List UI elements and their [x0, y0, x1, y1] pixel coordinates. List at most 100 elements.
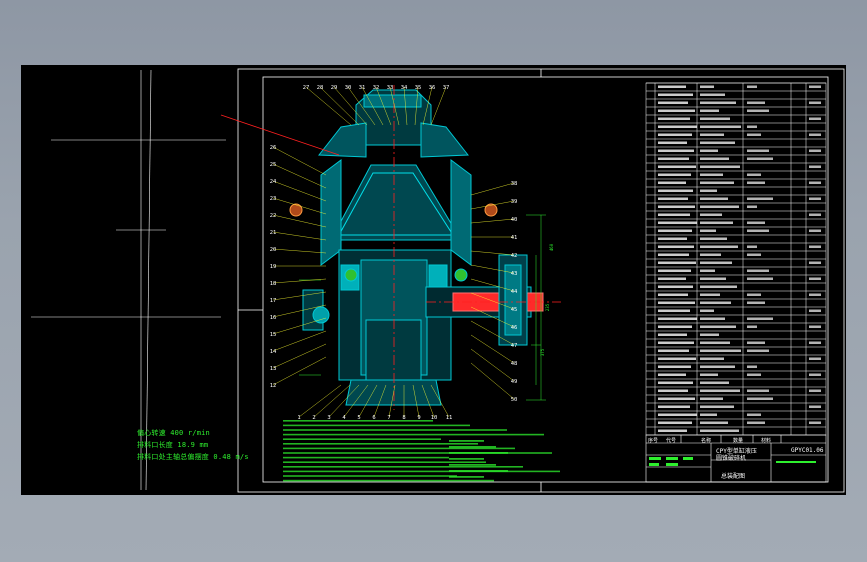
- parts-row-name: [700, 373, 718, 376]
- parts-row-name: [700, 117, 730, 120]
- balloon-left: 12: [270, 383, 277, 389]
- parts-row-code: [658, 181, 686, 184]
- parts-row-material: [747, 197, 773, 200]
- parts-row-code: [658, 93, 693, 96]
- parts-row-material: [747, 349, 769, 352]
- parts-row-code: [658, 85, 686, 88]
- balloon-top: 34: [401, 85, 408, 91]
- balloon-top: 28: [317, 85, 324, 91]
- parts-row-name: [700, 93, 725, 96]
- leader-line: [361, 86, 384, 126]
- note-line: [283, 424, 470, 427]
- balloon-left: 16: [270, 315, 277, 321]
- parts-row-name: [700, 149, 718, 152]
- parts-row-code: [658, 229, 692, 232]
- legend-line: [449, 446, 496, 448]
- balloon-left: 22: [270, 213, 277, 219]
- parts-row-material: [747, 317, 773, 320]
- centerlines: [220, 85, 561, 410]
- legend-line: [449, 476, 484, 478]
- leader-line: [272, 278, 327, 284]
- balloon-left: 25: [270, 162, 277, 168]
- parts-row-material: [747, 365, 757, 368]
- parts-row-name: [700, 341, 730, 344]
- leader-line: [272, 214, 327, 228]
- note-line: [283, 470, 560, 473]
- parts-row-material: [747, 157, 773, 160]
- parts-row-note: [809, 309, 821, 312]
- parts-row-name: [700, 413, 717, 416]
- header-qty: 数量: [733, 438, 744, 444]
- header-material: 材料: [761, 438, 772, 444]
- parts-row-material: [747, 325, 757, 328]
- leader-line: [430, 86, 447, 126]
- leader-line: [272, 317, 327, 335]
- balloon-top: 35: [415, 85, 422, 91]
- leader-line: [470, 320, 515, 346]
- parts-row-note: [809, 165, 821, 168]
- balloon-right: 38: [511, 181, 518, 187]
- parts-row-name: [700, 389, 740, 392]
- parts-row-name: [700, 421, 728, 424]
- parts-row-material: [747, 389, 769, 392]
- balloon-left: 24: [270, 179, 277, 185]
- parts-row-material: [747, 301, 765, 304]
- parts-row-name: [700, 245, 738, 248]
- balloon-right: 46: [511, 325, 518, 331]
- balloon-top: 32: [373, 85, 380, 91]
- leader-line: [272, 163, 327, 189]
- drawing-number: GPYC01.06: [791, 447, 824, 454]
- balloon-left: 15: [270, 332, 277, 338]
- leader-line: [272, 356, 327, 386]
- parts-row-name: [700, 405, 734, 408]
- note-line: [283, 461, 486, 463]
- leader-line: [470, 292, 515, 310]
- parts-row-code: [658, 341, 694, 344]
- parts-row-material: [747, 101, 765, 104]
- parts-row-material: [747, 397, 773, 400]
- balloon-left: 20: [270, 247, 277, 253]
- balloon-bottom: 9: [417, 415, 420, 421]
- parts-row-code: [658, 133, 692, 136]
- drawing-frame: [237, 68, 845, 493]
- parts-row-code: [658, 109, 695, 112]
- parts-row-code: [658, 293, 688, 296]
- parts-row-note: [809, 117, 821, 120]
- parts-row-name: [700, 237, 727, 240]
- note-line: [283, 479, 494, 482]
- balloon-left: 13: [270, 366, 277, 372]
- balloon-bottom: 6: [372, 415, 375, 421]
- leader-line: [272, 248, 327, 254]
- parts-row-material: [747, 173, 761, 176]
- parts-row-note: [809, 341, 821, 344]
- parts-row-material: [747, 221, 765, 224]
- parts-row-name: [700, 205, 739, 208]
- parts-row-material: [747, 149, 769, 152]
- note-line: [283, 466, 523, 468]
- parts-row-code: [658, 413, 697, 416]
- parts-row-code: [658, 397, 695, 400]
- drawing-subtitle: 总装配图: [721, 473, 746, 480]
- parts-row-name: [700, 277, 726, 280]
- parts-row-material: [747, 245, 757, 248]
- parts-row-note: [809, 245, 821, 248]
- balloon-top: 31: [359, 85, 366, 91]
- leader-line: [470, 278, 515, 292]
- leader-line: [343, 384, 369, 418]
- parts-row-name: [700, 189, 717, 192]
- spec-adjust: 排料口处主轴总偏摆度 0.48 m/s: [137, 453, 249, 461]
- leader-line: [422, 86, 433, 126]
- balloon-right: 42: [511, 253, 518, 259]
- parts-row-note: [809, 181, 821, 184]
- parts-row-name: [700, 397, 723, 400]
- leader-line: [421, 384, 435, 418]
- parts-row-name: [700, 293, 720, 296]
- parts-row-note: [809, 325, 821, 328]
- balloon-bottom: 8: [402, 415, 405, 421]
- parts-row-material: [747, 277, 773, 280]
- parts-row-code: [658, 381, 693, 384]
- parts-row-code: [658, 357, 696, 360]
- balloon-bottom: 10: [431, 415, 438, 421]
- leader-line: [373, 384, 387, 418]
- balloon-bottom: 7: [387, 415, 390, 421]
